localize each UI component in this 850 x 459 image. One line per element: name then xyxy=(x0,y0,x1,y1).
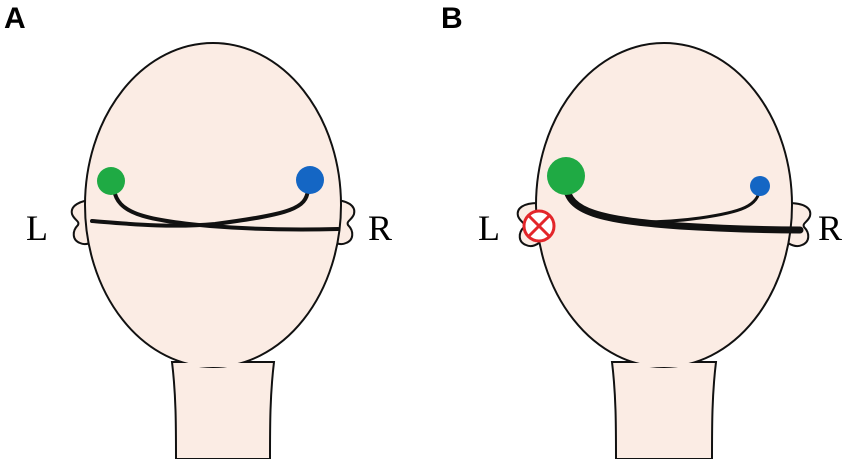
panel-b-curve-thick xyxy=(562,181,804,234)
panel-a-green-circle xyxy=(97,167,125,195)
panel-a-left-label: L xyxy=(26,208,48,248)
panel-b-green-circle-large xyxy=(547,157,585,195)
panel-b-curve-thin xyxy=(638,186,762,224)
panel-a xyxy=(70,42,356,459)
panel-a-neck xyxy=(170,361,276,459)
panel-b-right-ear xyxy=(785,201,812,248)
panel-a-right-label: R xyxy=(368,208,393,248)
panel-b-right-label: R xyxy=(818,208,843,248)
panel-b-letter: B xyxy=(441,2,463,35)
panel-a-curve-blue xyxy=(90,188,310,228)
crossed-circle-icon xyxy=(522,209,556,243)
panel-a-blue-circle xyxy=(296,166,324,194)
panel-b xyxy=(516,42,812,459)
panel-b-blue-circle-small xyxy=(750,176,770,196)
panel-a-letter: A xyxy=(4,2,26,35)
panel-b-neck xyxy=(610,361,718,459)
panel-b-left-label: L xyxy=(478,208,500,248)
